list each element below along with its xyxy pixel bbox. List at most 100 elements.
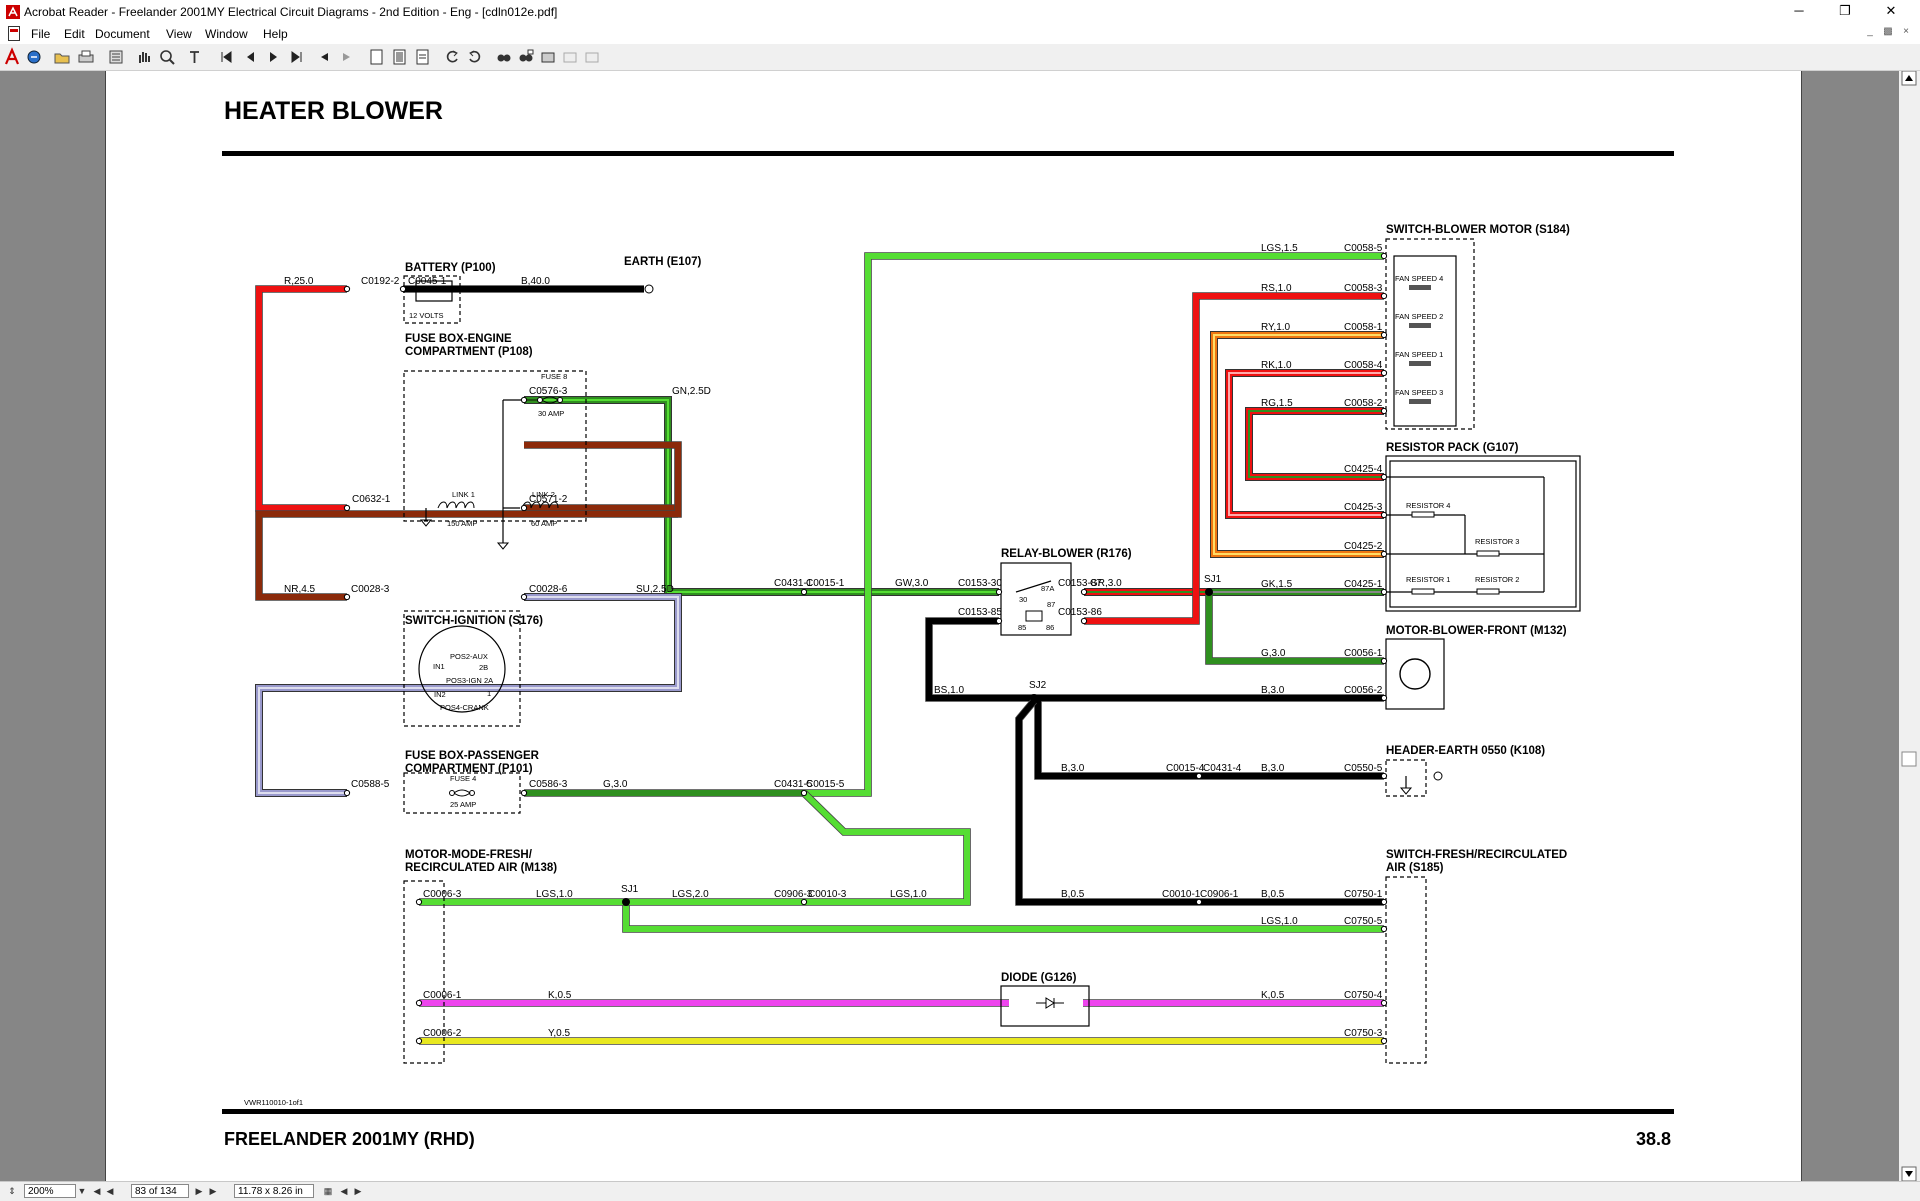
- search-icon[interactable]: [516, 47, 536, 67]
- spell-icon[interactable]: [538, 47, 558, 67]
- connector-label: C0015-1: [806, 578, 845, 589]
- page-layout-icon[interactable]: ▦: [323, 1186, 333, 1196]
- status-prev-page-icon[interactable]: ◀: [106, 1186, 114, 1196]
- terminal: [520, 789, 528, 797]
- fuse4-label: FUSE 4: [450, 774, 476, 783]
- status-last-page-icon[interactable]: ▶: [209, 1186, 217, 1196]
- first-page-icon[interactable]: [216, 47, 236, 67]
- fusebox-passenger-box: [403, 772, 521, 814]
- status-left-arrow-icon[interactable]: ◀: [340, 1186, 348, 1196]
- ign-aux: POS2-AUX: [450, 652, 488, 661]
- connector-label: C0058-5: [1344, 243, 1383, 254]
- last-page-icon[interactable]: [287, 47, 307, 67]
- acrobat-icon[interactable]: [2, 47, 22, 67]
- fan2: FAN SPEED 2: [1395, 312, 1443, 321]
- zoom-tool-icon[interactable]: [157, 47, 177, 67]
- connector-label: C0153-30: [958, 578, 1002, 589]
- fan-switch-3: [1409, 399, 1431, 404]
- connector-label: C0576-3: [529, 386, 568, 397]
- vertical-scrollbar[interactable]: [1899, 70, 1920, 1182]
- switch-ignition-label: SWITCH-IGNITION (S176): [405, 615, 543, 627]
- terminal: [1080, 588, 1088, 596]
- fusebox-engine-box: [403, 370, 587, 522]
- terminal: [343, 285, 351, 293]
- link2-amp-label: 60 AMP: [531, 519, 557, 528]
- acrobat-app-icon: [6, 5, 20, 19]
- ign-pos3: POS3-IGN: [446, 676, 482, 685]
- ign-pos4: POS4-CRANK: [440, 703, 489, 712]
- fusebox-engine-label-2: COMPARTMENT (P108): [405, 346, 533, 358]
- motor-blower-box: [1385, 638, 1445, 710]
- zoom-field[interactable]: 200%: [24, 1184, 76, 1198]
- fuse4-symbol: [453, 789, 471, 797]
- title-rule: [222, 151, 1674, 156]
- connector-label: C0192-2: [361, 276, 400, 287]
- status-first-page-icon[interactable]: ◀: [93, 1186, 101, 1196]
- terminal: [520, 593, 528, 601]
- open-icon[interactable]: [52, 47, 72, 67]
- wire-label: G,3.0: [603, 779, 628, 790]
- wire-label: K,0.5: [548, 990, 572, 1001]
- relay-contact: [1015, 580, 1052, 593]
- ign-2b: 2B: [479, 663, 488, 672]
- zoom-menu-icon[interactable]: ⇕: [8, 1186, 16, 1196]
- close-button[interactable]: ✕: [1885, 3, 1897, 18]
- wire-label: SU,2.5D: [636, 584, 674, 595]
- connector-label: C0550-5: [1344, 763, 1383, 774]
- motor-symbol: [1399, 658, 1431, 690]
- menu-document[interactable]: Document: [95, 27, 150, 41]
- connector-label: C0056-1: [1344, 648, 1383, 659]
- menu-bar: File Edit Document View Window Help _ ▩ …: [0, 24, 1920, 44]
- fit-page-icon[interactable]: [389, 47, 409, 67]
- menu-window[interactable]: Window: [205, 27, 248, 41]
- rotate-left-icon[interactable]: [442, 47, 462, 67]
- link1-amp-label: 150 AMP: [447, 519, 477, 528]
- doc-close-icon[interactable]: ×: [1903, 26, 1909, 37]
- tool-b-icon[interactable]: [582, 47, 602, 67]
- doc-restore-icon[interactable]: ▩: [1883, 26, 1893, 37]
- doc-minimize-icon[interactable]: _: [1867, 26, 1873, 37]
- status-right-arrow-icon[interactable]: ▶: [354, 1186, 362, 1196]
- page-number-field[interactable]: 83 of 134: [131, 1184, 189, 1198]
- menu-file[interactable]: File: [31, 27, 51, 41]
- find-icon[interactable]: [494, 47, 514, 67]
- actual-size-icon[interactable]: [366, 47, 386, 67]
- go-forward-icon[interactable]: [337, 47, 357, 67]
- status-next-page-icon[interactable]: ▶: [195, 1186, 203, 1196]
- print-icon[interactable]: [76, 47, 96, 67]
- fit-width-icon[interactable]: [412, 47, 432, 67]
- go-back-icon[interactable]: [314, 47, 334, 67]
- res4-symbol: [1411, 511, 1435, 518]
- relay-87: 87: [1047, 600, 1055, 609]
- rotate-right-icon[interactable]: [465, 47, 485, 67]
- terminal: [1380, 694, 1388, 702]
- wire-lgs-10-a: [801, 790, 970, 905]
- terminal: [415, 999, 423, 1007]
- wire-label: B,3.0: [1061, 763, 1085, 774]
- save-icon[interactable]: [106, 47, 126, 67]
- minimize-button[interactable]: ─: [1794, 3, 1804, 18]
- restore-button[interactable]: ❐: [1839, 3, 1851, 18]
- menu-help[interactable]: Help: [263, 27, 288, 41]
- menu-view[interactable]: View: [166, 27, 192, 41]
- fuse8-symbol: [541, 396, 559, 404]
- zoom-dropdown-icon[interactable]: ▼: [77, 1186, 87, 1196]
- terminal: [1380, 772, 1388, 780]
- connector-label: C0431-1: [774, 578, 813, 589]
- terminal: [415, 898, 423, 906]
- prev-page-icon[interactable]: [240, 47, 260, 67]
- next-page-icon[interactable]: [264, 47, 284, 67]
- battery-volts: 12 VOLTS: [409, 311, 443, 320]
- wire-label: R,25.0: [284, 276, 314, 287]
- relay-85: 85: [1018, 623, 1026, 632]
- ign-2a: 2A: [484, 676, 493, 685]
- text-select-icon[interactable]: [186, 47, 206, 67]
- hand-tool-icon[interactable]: [134, 47, 154, 67]
- menu-edit[interactable]: Edit: [64, 27, 85, 41]
- tool-a-icon[interactable]: [560, 47, 580, 67]
- search-web-icon[interactable]: [24, 47, 44, 67]
- window-title: Acrobat Reader - Freelander 2001MY Elect…: [24, 5, 558, 19]
- terminal: [415, 1037, 423, 1045]
- fan4: FAN SPEED 4: [1395, 274, 1443, 283]
- connector-label: C0056-2: [1344, 685, 1383, 696]
